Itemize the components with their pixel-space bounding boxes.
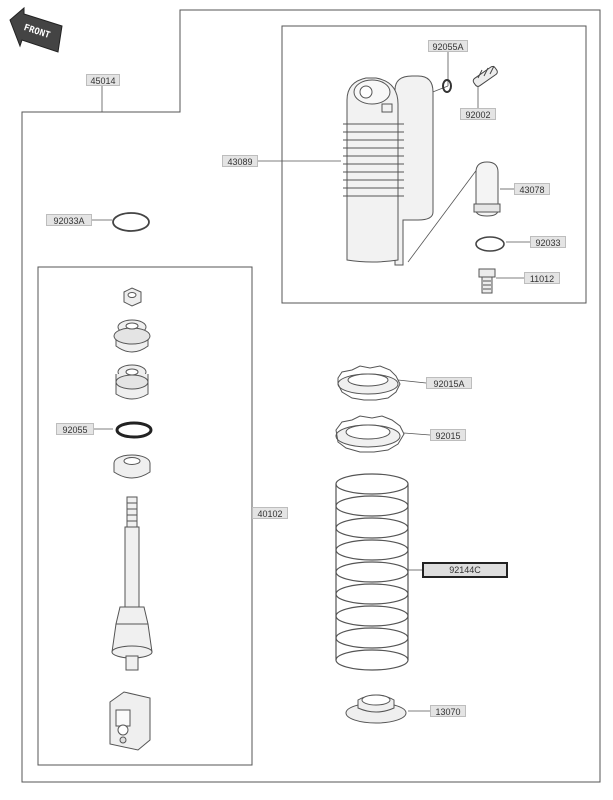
part-label-40102: 40102: [252, 507, 288, 519]
part-label-45014: 45014: [86, 74, 120, 86]
part-label-13070: 13070: [430, 705, 466, 717]
part-label-92015: 92015: [430, 429, 466, 441]
bladder-cap-icon: [473, 203, 501, 213]
spring-adjuster-92015-icon: [335, 415, 405, 453]
oring-92055A-icon: [442, 79, 452, 93]
part-label-43078: 43078: [514, 183, 550, 195]
part-label-11012: 11012: [524, 272, 560, 284]
front-arrow-icon: FRONT: [9, 6, 63, 53]
ring-92033A-icon: [112, 212, 150, 232]
screw-92002-icon: [472, 65, 498, 87]
part-label-92015A: 92015A: [426, 377, 472, 389]
part-label-92144C: 92144C: [422, 562, 508, 578]
part-label-92033A: 92033A: [46, 214, 92, 226]
bladder-43078-icon: [475, 161, 499, 217]
part-label-92002: 92002: [460, 108, 496, 120]
damper-middle-bushing-icon: [115, 364, 149, 400]
coil-spring-92144C-icon: [335, 473, 409, 671]
part-label-92055A: 92055A: [428, 40, 468, 52]
spring-adjuster-92015A-icon: [337, 365, 401, 401]
clevis-icon: [109, 691, 151, 751]
piston-rod-icon: [111, 496, 153, 671]
reservoir-body: [343, 75, 434, 266]
damper-nut-icon: [123, 287, 142, 307]
outer-frame: [21, 9, 601, 783]
spring-seat-13070-icon: [345, 694, 407, 724]
part-label-92055: 92055: [56, 423, 94, 435]
valve-cap-11012-icon: [478, 268, 496, 294]
reservoir-box: [281, 25, 587, 304]
oring-92055-icon: [115, 421, 153, 439]
part-label-92033: 92033: [530, 236, 566, 248]
damper-bottom-bushing-icon: [113, 454, 151, 479]
part-label-43089: 43089: [222, 155, 258, 167]
damper-top-bushing-icon: [113, 319, 151, 353]
ring-92033-icon: [475, 236, 505, 252]
